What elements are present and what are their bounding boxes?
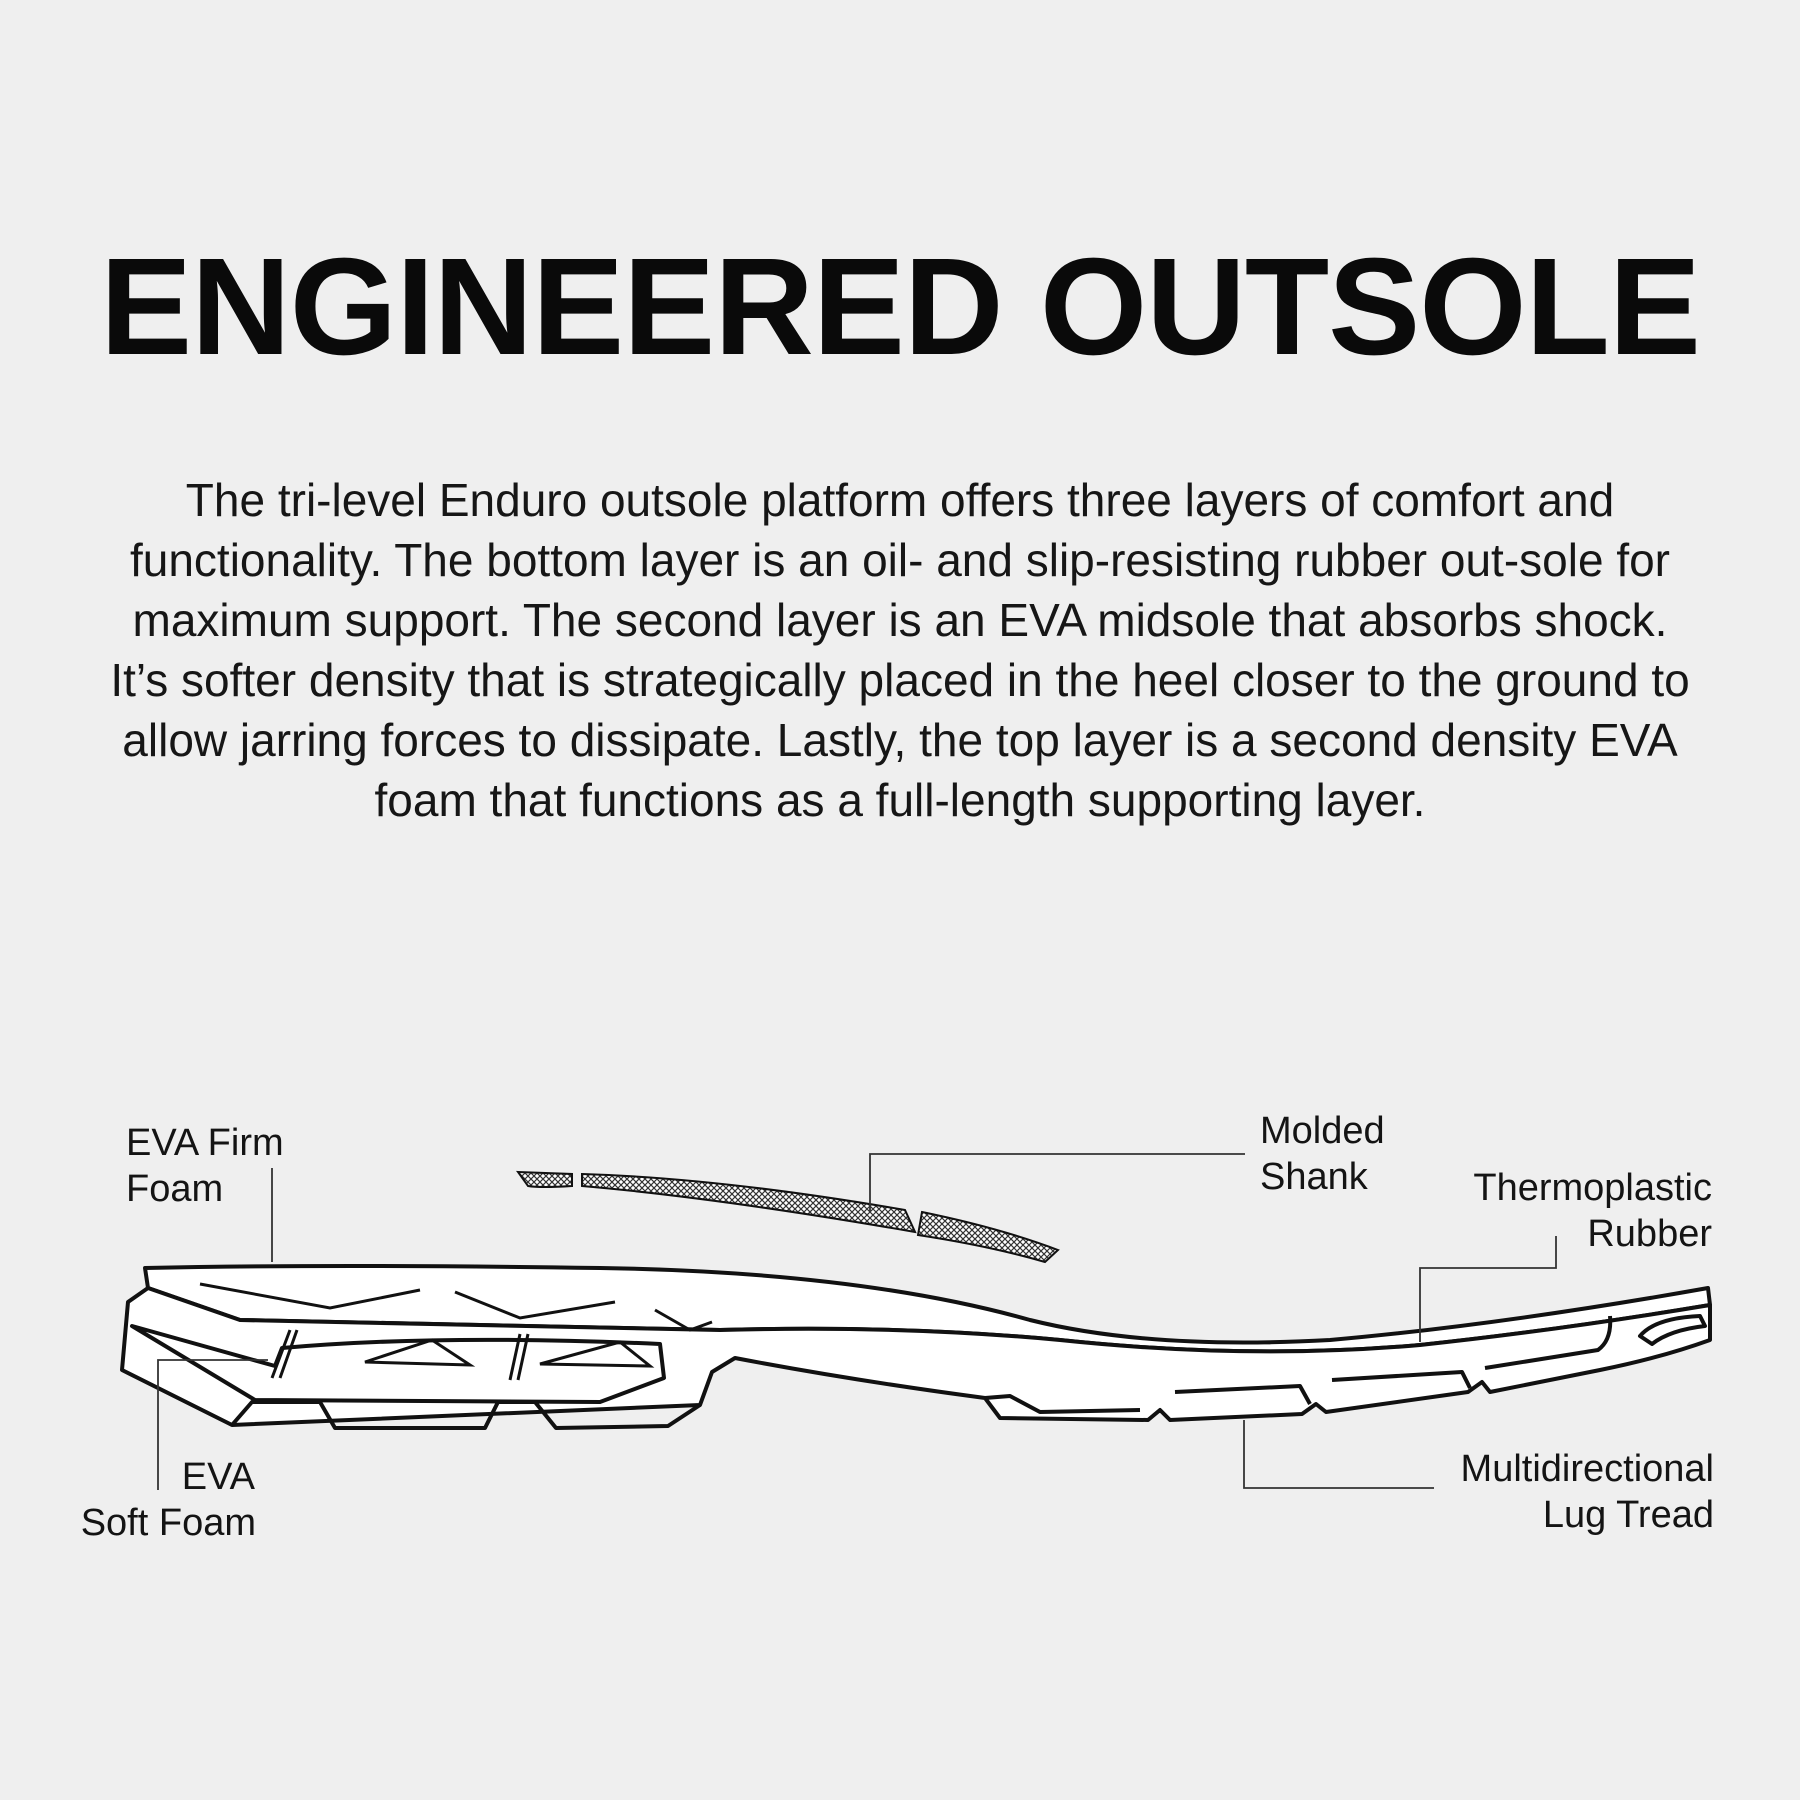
label-eva-soft-foam: EVA Soft Foam bbox=[80, 1456, 256, 1544]
label-lug-tread: Multidirectional Lug Tread bbox=[1460, 1448, 1714, 1536]
leader-lug-tread bbox=[1243, 1420, 1434, 1489]
molded-shank-shape bbox=[516, 1170, 1060, 1264]
description-paragraph: The tri-level Enduro outsole platform of… bbox=[110, 474, 1690, 826]
leader-lines bbox=[157, 1153, 1557, 1490]
sole-body bbox=[120, 1264, 1712, 1430]
leader-thermoplastic-rubber bbox=[1419, 1236, 1557, 1342]
page-title: ENGINEERED OUTSOLE bbox=[100, 230, 1701, 384]
label-thermoplastic-rubber: Thermoplastic Rubber bbox=[1473, 1167, 1712, 1255]
inner-structure bbox=[199, 1282, 713, 1381]
leader-eva-soft-foam bbox=[157, 1359, 268, 1490]
label-eva-firm-foam: EVA Firm Foam bbox=[126, 1122, 284, 1210]
outsole-cross-section-diagram bbox=[120, 1153, 1712, 1490]
leader-molded-shank bbox=[869, 1153, 1245, 1212]
heel-lug bbox=[230, 1400, 702, 1430]
label-molded-shank: Molded Shank bbox=[1260, 1110, 1385, 1198]
